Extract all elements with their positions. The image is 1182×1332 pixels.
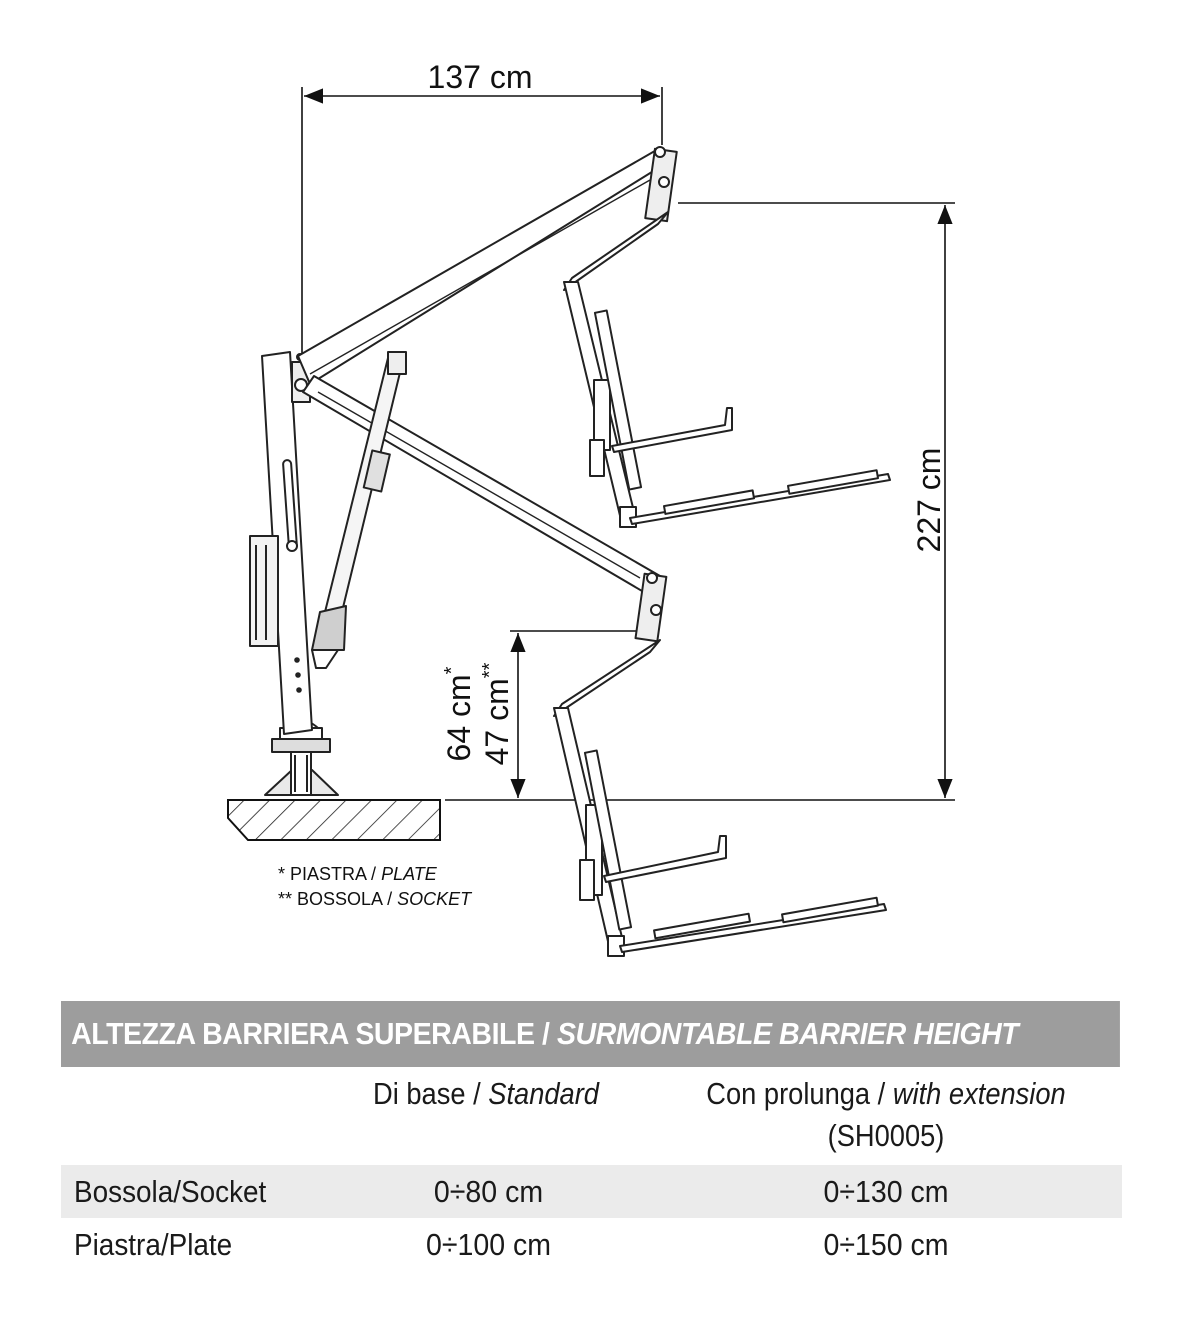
- drawing-notes: * PIASTRA / PLATE ** BOSSOLA / SOCKET: [278, 864, 473, 909]
- svg-text:* PIASTRA / PLATE: * PIASTRA / PLATE: [278, 864, 438, 884]
- lift-arms: [297, 146, 891, 957]
- dimension-lines: [301, 87, 955, 801]
- svg-text:64 cm*: 64 cm*: [441, 666, 477, 761]
- col-standard-header: Di base / Standard: [373, 1076, 599, 1111]
- socket-height-label: 47 cm**: [479, 662, 515, 765]
- barrier-height-table: ALTEZZA BARRIERA SUPERABILE / SURMONTABL…: [61, 1001, 1122, 1271]
- lift-technical-drawing: 137 cm 227 cm 64 cm* 47 cm**: [227, 59, 955, 957]
- plate-height-label: 64 cm*: [441, 666, 477, 761]
- table-row: Piastra/Plate 0÷100 cm 0÷150 cm: [74, 1227, 949, 1262]
- reach-dimension-label: 137 cm: [428, 59, 533, 95]
- lift-mast: [249, 351, 339, 796]
- col-extension-header: Con prolunga / with extension (SH0005): [706, 1076, 1066, 1153]
- svg-text:** BOSSOLA / SOCKET: ** BOSSOLA / SOCKET: [278, 889, 473, 909]
- table-header: Di base / Standard Con prolunga / with e…: [61, 1067, 1122, 1165]
- table-title: ALTEZZA BARRIERA SUPERABILE / SURMONTABL…: [61, 1001, 1120, 1067]
- table-row: Bossola/Socket 0÷80 cm 0÷130 cm: [61, 1165, 1122, 1218]
- ground-slab: [227, 799, 441, 841]
- height-dimension-label: 227 cm: [911, 448, 947, 553]
- svg-text:47 cm**: 47 cm**: [479, 662, 515, 765]
